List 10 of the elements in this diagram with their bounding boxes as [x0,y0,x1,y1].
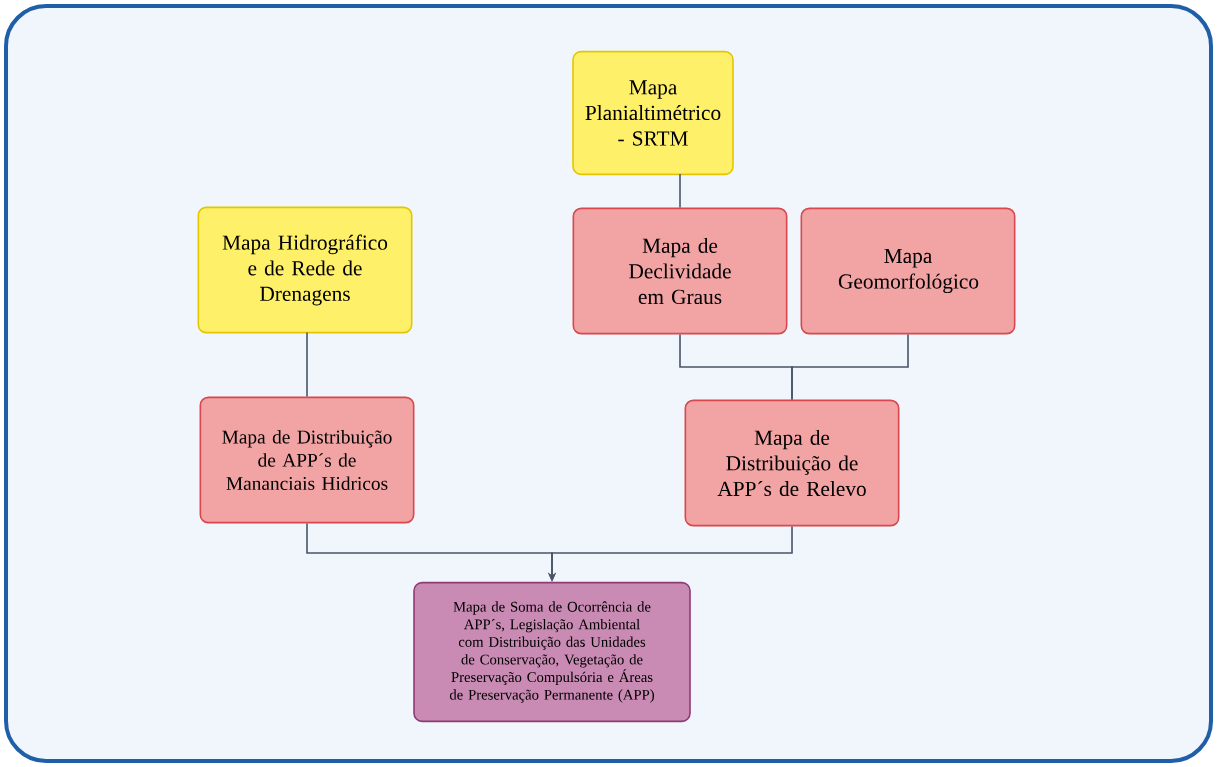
process-box: Mapa de Distribuição de APP´s de Mananciais Hidricos [199,396,415,524]
connector [306,331,308,398]
process-box: Mapa de Declividade em Graus [572,207,788,335]
process-box: Mapa Planialtimétrico - SRTM [572,50,734,176]
process-box: Mapa Geomorfológico [800,207,1016,335]
connector [679,173,681,209]
process-box: Mapa de Soma de Ocorrência de APP´s, Legislação Ambiental com Distribuição das Unidades de Conservação, Vegetação de Preservação Compulsória e Áreas de Preservação Permanente (APP) [413,581,691,723]
process-box: Mapa Hidrográfico e de Rede de Drenagens [197,206,413,334]
process-box: Mapa de Distribuição de APP´s de Relevo [684,399,900,527]
connector [791,333,909,401]
